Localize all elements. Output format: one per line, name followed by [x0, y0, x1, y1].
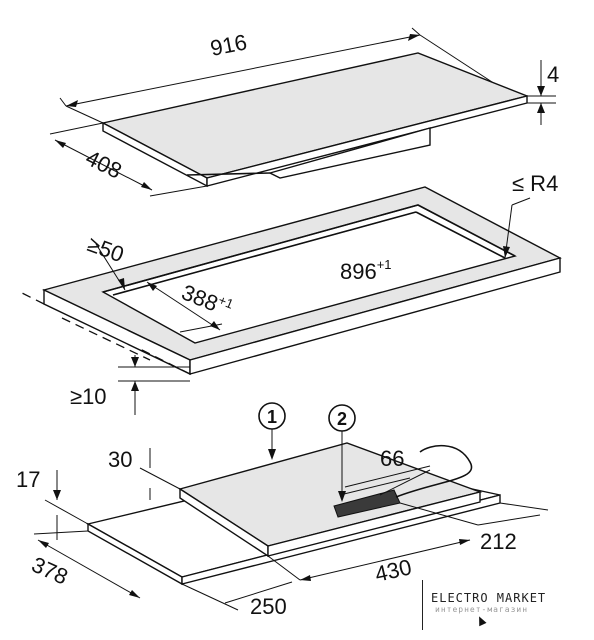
callout-2: 2 — [337, 409, 347, 429]
dim-worktop-min: ≥10 — [70, 384, 107, 409]
dim-916: 916 — [208, 29, 249, 61]
dim-offset-212: 212 — [480, 529, 517, 554]
worktop-cutout-view: ≤ R4 ≥50 896+1 388+1 ≥10 — [19, 171, 562, 415]
cursor-icon — [475, 614, 487, 627]
dim-388-tol: +1 — [216, 292, 235, 311]
dim-depth-378: 378 — [28, 552, 72, 590]
dim-length-430: 430 — [373, 554, 414, 587]
dim-896: 896+1 — [340, 257, 392, 284]
dim-896-value: 896 — [340, 259, 377, 284]
dim-width-250: 250 — [250, 594, 287, 619]
callout-1: 1 — [267, 407, 277, 427]
hob-base-view: 1 2 30 17 378 250 430 — [16, 402, 549, 619]
dim-408: 408 — [82, 145, 126, 184]
dim-height-17: 17 — [16, 467, 40, 492]
watermark-title: ELECTRO MARKET — [431, 591, 547, 605]
dim-height-30: 30 — [108, 447, 132, 472]
dim-cable-66: 66 — [380, 446, 404, 471]
dim-radius: ≤ R4 — [512, 171, 558, 196]
hob-top-view: 916 408 4 — [49, 27, 559, 197]
electro-market-watermark: ELECTRO MARKET интернет-магазин — [422, 580, 555, 630]
dim-edge-distance: ≥50 — [84, 231, 127, 267]
dim-896-tol: +1 — [377, 257, 392, 272]
dim-4: 4 — [547, 62, 559, 87]
watermark-subtitle: интернет-магазин — [435, 605, 529, 614]
